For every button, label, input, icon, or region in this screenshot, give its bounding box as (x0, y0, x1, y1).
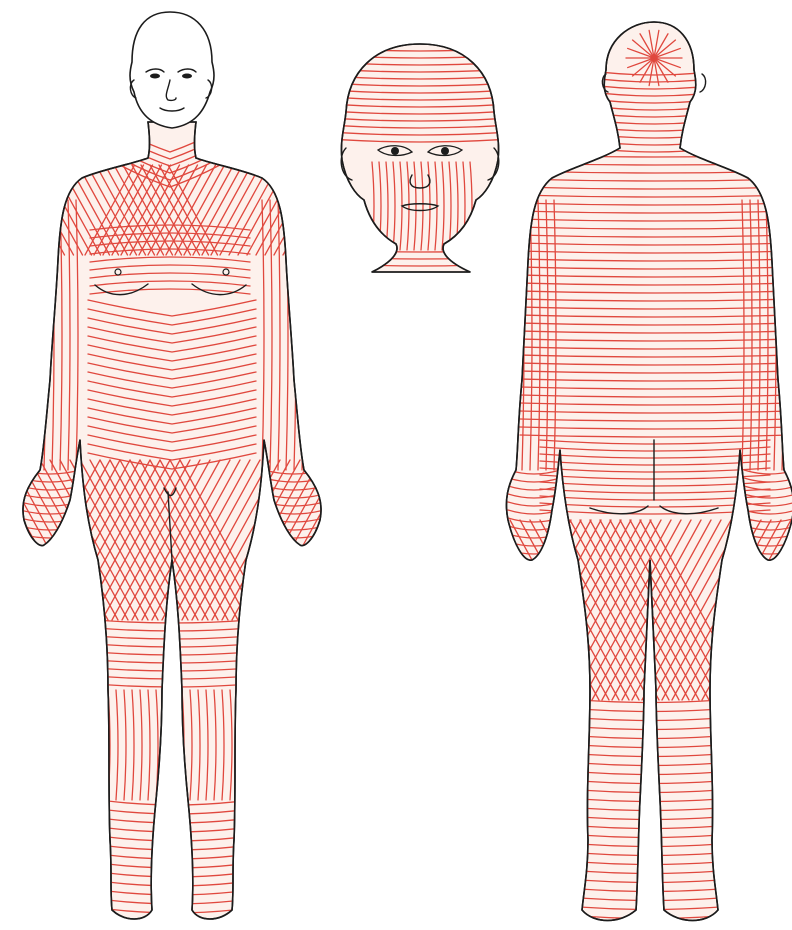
shoulder-line (15, 165, 65, 255)
hand-line (264, 550, 324, 554)
shoulder-line (0, 165, 20, 255)
shoulder-line (283, 165, 333, 255)
shoulder-line (0, 165, 29, 255)
shoulder-line (0, 165, 38, 255)
thigh-line (410, 520, 509, 700)
arm-line (514, 200, 516, 470)
face-figure (330, 44, 510, 273)
shoulder-line (6, 165, 56, 255)
arm-line (36, 200, 38, 470)
shoulder-line (274, 165, 324, 255)
thigh-line (420, 520, 519, 700)
arm-line (302, 200, 304, 470)
thigh-line (430, 520, 529, 700)
hand-line (20, 542, 80, 546)
hand-line (264, 542, 324, 546)
thigh-line (460, 520, 559, 700)
thigh-line (0, 460, 28, 620)
thigh-line (400, 520, 499, 700)
shoulder-line (0, 165, 47, 255)
anterior-body-figure (0, 12, 360, 922)
thigh-line (0, 460, 18, 620)
hand-line (20, 550, 80, 554)
foot-line (100, 917, 250, 922)
thigh-line (0, 460, 8, 620)
